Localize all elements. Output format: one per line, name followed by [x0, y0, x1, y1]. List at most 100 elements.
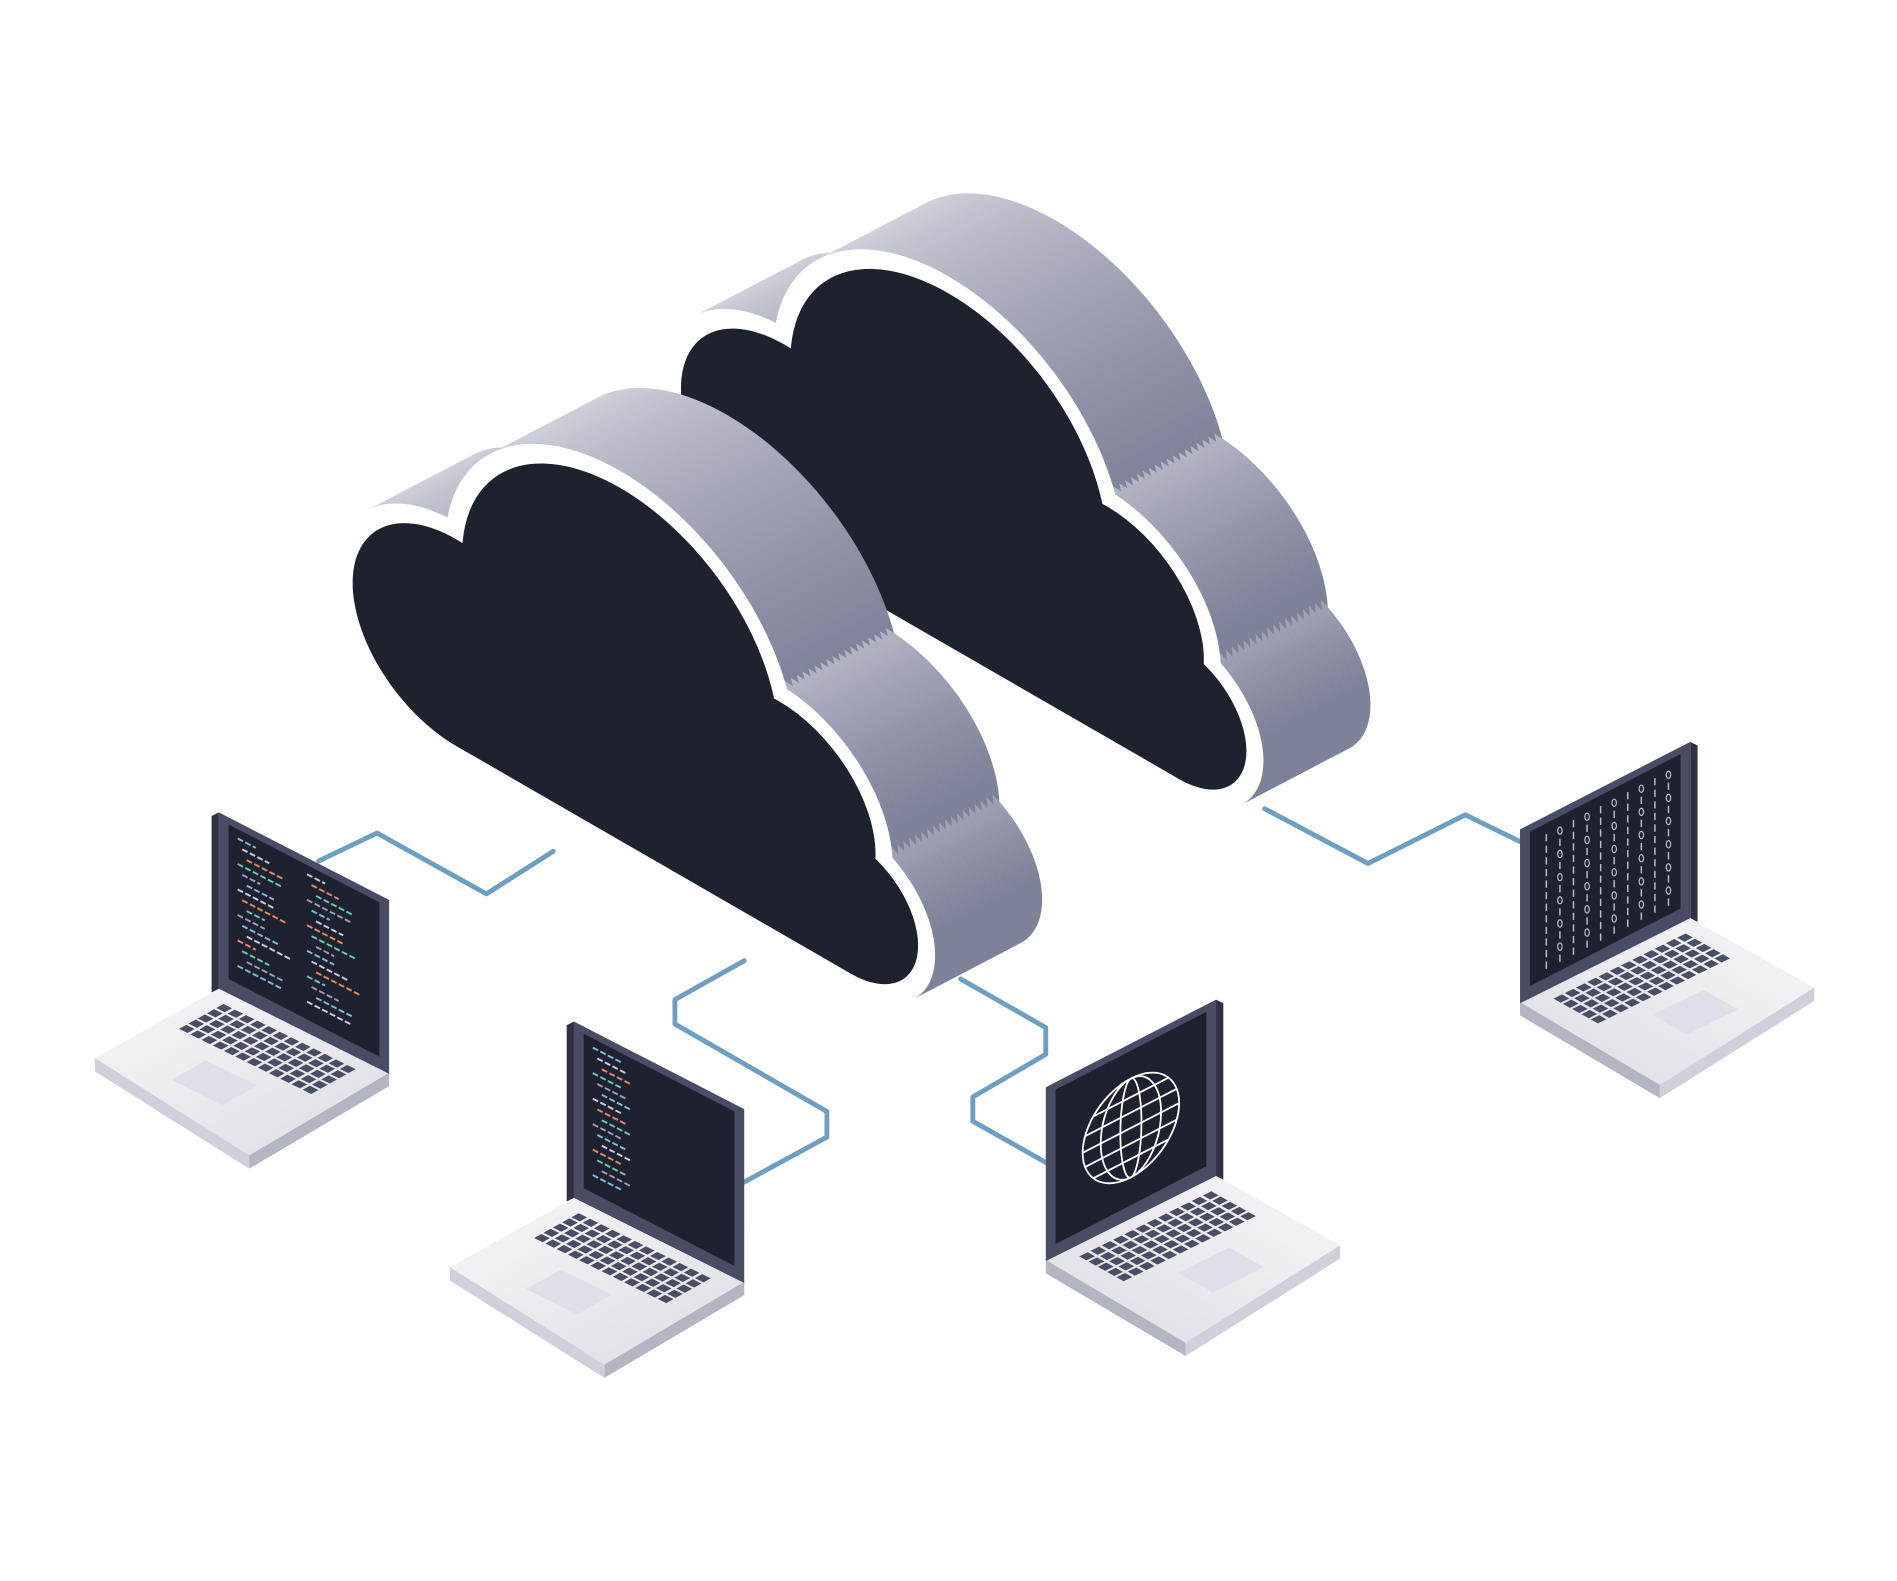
keyboard-key: [224, 1046, 240, 1056]
keyboard-key: [280, 1074, 296, 1083]
keyboard-key: [319, 1064, 336, 1073]
keyboard-key: [220, 1025, 236, 1034]
keyboard-key: [1585, 988, 1602, 997]
keyboard: [534, 1213, 711, 1304]
binary-digit-zero: [1584, 858, 1590, 868]
screen-display: [228, 824, 380, 1057]
keyboard-key: [1195, 1234, 1211, 1243]
keyboard-key: [1165, 1229, 1182, 1238]
cloud-opening: [352, 463, 919, 985]
laptops-layer: [94, 741, 1815, 1378]
screen-content: [1083, 1054, 1180, 1203]
keyboard-key: [1605, 988, 1622, 997]
code-line: [237, 837, 257, 849]
keyboard-key: [584, 1229, 601, 1238]
keyboard-key: [179, 1024, 195, 1034]
keyboard-key: [330, 1070, 347, 1079]
keyboard-key: [1632, 955, 1648, 964]
keyboard-key: [672, 1263, 689, 1272]
screen-edge: [566, 1021, 574, 1202]
binary-digit-zero: [1638, 830, 1645, 840]
keyboard-key: [1695, 943, 1712, 953]
keyboard-key: [216, 1004, 233, 1013]
code-line: [306, 873, 326, 885]
code-line: [592, 1148, 624, 1166]
network-cable: [1262, 806, 1523, 866]
keyboard-key: [244, 1047, 261, 1056]
keyboard-key: [1682, 960, 1699, 969]
keyboard-key: [201, 1035, 218, 1045]
keyboard-key: [1191, 1196, 1208, 1206]
binary-digit-zero: [1638, 877, 1645, 886]
keyboard-key: [1187, 1218, 1204, 1227]
binary-digit-zero: [1665, 793, 1672, 803]
keyboard: [1079, 1191, 1256, 1282]
keyboard-key: [1109, 1257, 1125, 1266]
keyboard-key: [650, 1251, 666, 1261]
keyboard-key: [1590, 1015, 1607, 1024]
keyboard: [1553, 933, 1731, 1024]
binary-digit-zero: [1665, 839, 1672, 849]
screen-content: [1545, 770, 1672, 969]
keyboard-key: [251, 1031, 268, 1040]
code-line: [241, 873, 261, 885]
laptop-base-edge-side: [1520, 1002, 1660, 1099]
code-line: [311, 960, 349, 982]
code-line: [596, 1083, 628, 1101]
binary-digit-zero: [1638, 900, 1645, 909]
binary-digit-zero: [1638, 784, 1645, 793]
keyboard-key: [1693, 954, 1710, 963]
keyboard-key: [263, 1036, 279, 1046]
keyboard-key: [1592, 1004, 1609, 1013]
keyboard-key: [1703, 959, 1719, 969]
laptop-base-edge-front: [94, 1058, 250, 1169]
keyboard-key: [607, 1240, 623, 1249]
keyboard-key: [1594, 993, 1611, 1002]
keyboard-key: [1212, 1196, 1228, 1205]
keyboard-key: [588, 1250, 605, 1260]
keyboard-key: [1680, 970, 1697, 980]
code-line: [596, 1057, 628, 1075]
globe-parallel: [1085, 1120, 1177, 1167]
binary-digit-zero: [1557, 849, 1563, 859]
code-line: [315, 997, 353, 1018]
keyboard-key: [287, 1058, 304, 1067]
laptop-center-left: [449, 1021, 745, 1378]
keyboard-key: [1564, 988, 1581, 998]
code-line: [241, 848, 270, 865]
keyboard-key: [1122, 1240, 1139, 1250]
keyboard-key: [1142, 1240, 1159, 1249]
code-line: [311, 909, 331, 921]
keyboard-key: [1156, 1224, 1172, 1233]
code-line: [592, 1174, 624, 1192]
keyboard-key: [257, 1063, 274, 1072]
keyboard-key: [1675, 944, 1691, 953]
keyboard-key: [294, 1042, 311, 1052]
keyboard-key: [631, 1262, 648, 1271]
keyboard-key: [1183, 1239, 1200, 1249]
keyboard-key: [1199, 1212, 1215, 1221]
keyboard-key: [618, 1246, 634, 1255]
keyboard-key: [1097, 1262, 1114, 1271]
keyboard-key: [308, 1059, 324, 1068]
keyboard-key: [289, 1069, 306, 1078]
binary-digit-zero: [1557, 942, 1563, 951]
keyboard-key: [556, 1245, 573, 1254]
front-cloud: [335, 387, 1043, 1004]
keyboard-key: [1553, 994, 1570, 1003]
keyboard-key: [1163, 1240, 1180, 1249]
keyboard-key: [291, 1080, 308, 1089]
keyboard-key: [300, 1075, 317, 1084]
keyboard-key: [212, 1041, 229, 1050]
keyboard-key: [1617, 982, 1633, 991]
keyboard-key: [676, 1284, 693, 1293]
code-line: [315, 946, 335, 958]
keyboard-key: [1116, 1273, 1133, 1282]
keyboard-key: [1658, 981, 1674, 991]
laptop-base: [1045, 1175, 1341, 1343]
keyboard-key: [1167, 1218, 1183, 1227]
keyboard-key: [543, 1228, 560, 1238]
keyboard-key: [1596, 983, 1613, 992]
keyboard-key: [235, 1052, 251, 1061]
